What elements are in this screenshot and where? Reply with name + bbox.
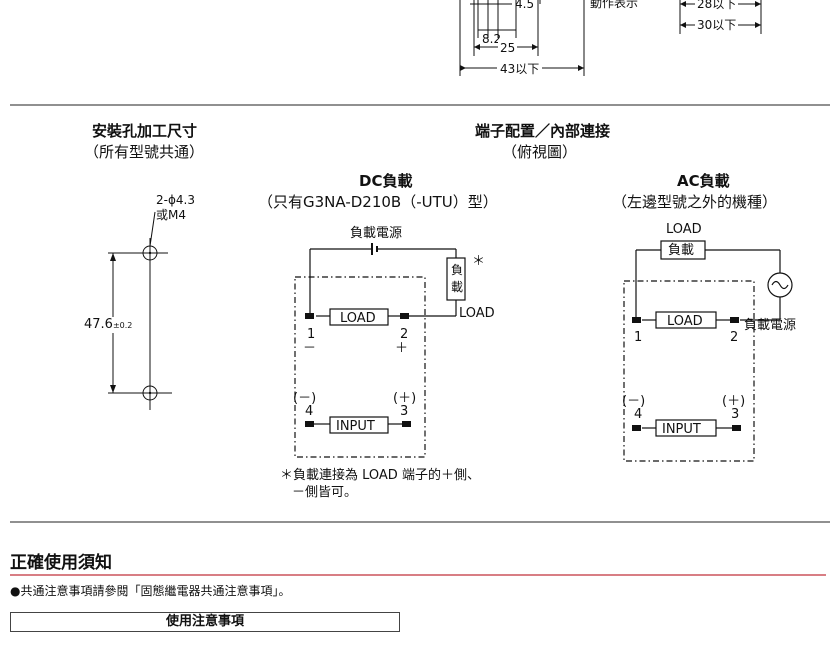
dc-load-side: LOAD bbox=[459, 306, 495, 321]
ac-load-top: LOAD bbox=[666, 222, 702, 237]
ac-load-box: 負載 bbox=[668, 243, 695, 258]
ac-input-inner: INPUT bbox=[662, 422, 701, 437]
dc-t4-sign: (－) bbox=[293, 391, 317, 406]
dim-43: 43以下 bbox=[497, 62, 543, 77]
dim-28: 28以下 bbox=[695, 0, 739, 12]
dc-star: ＊ bbox=[472, 254, 486, 269]
dc-subtitle: （只有G3NA-D210B（-UTU）型） bbox=[258, 193, 498, 211]
dc-title: DC負載 bbox=[359, 172, 413, 190]
dc-t1: 1 bbox=[307, 327, 316, 342]
ac-t3-sign: (＋) bbox=[722, 394, 746, 409]
dc-t2: 2 bbox=[400, 327, 409, 342]
indicator-label: 動作表示 bbox=[590, 0, 639, 10]
dc-t1-sign: － bbox=[303, 341, 317, 356]
ac-load-inner: LOAD bbox=[667, 314, 703, 329]
dc-note-2: －側皆可。 bbox=[292, 485, 358, 500]
ac-t2: 2 bbox=[730, 330, 739, 345]
usage-section-title: 正確使用須知 bbox=[10, 553, 112, 573]
terminal-title: 端子配置／內部連接 bbox=[475, 122, 611, 140]
dc-load-box-2: 載 bbox=[451, 280, 464, 294]
usage-bullet: ●共通注意事項請參閱「固態繼電器共通注意事項」。 bbox=[10, 584, 291, 598]
dc-load-inner: LOAD bbox=[340, 311, 376, 326]
dc-note-1: ＊負載連接為 LOAD 端子的＋側、 bbox=[280, 468, 480, 483]
terminal-subtitle: （俯視圖） bbox=[502, 143, 578, 161]
dim-4-5: 4.5 bbox=[515, 0, 535, 11]
dc-load-box-1: 負 bbox=[451, 263, 464, 277]
ac-t4: 4 bbox=[634, 407, 643, 422]
ac-supply-label: 負載電源 bbox=[744, 318, 797, 333]
usage-notice-box: 使用注意事項 bbox=[10, 612, 400, 632]
dc-t3: 3 bbox=[400, 404, 409, 419]
ac-t3: 3 bbox=[731, 407, 740, 422]
dim-8-2: 8.2 bbox=[482, 32, 502, 46]
dc-t4: 4 bbox=[305, 404, 314, 419]
dim-25: 25 bbox=[498, 41, 518, 56]
ac-subtitle: （左邊型號之外的機種） bbox=[612, 193, 778, 211]
dc-t3-sign: (＋) bbox=[393, 391, 417, 406]
ac-t1: 1 bbox=[634, 330, 643, 345]
dc-t2-sign: ＋ bbox=[395, 341, 409, 356]
hole-label: 2-ϕ4.3 bbox=[156, 193, 195, 207]
mounting-title: 安裝孔加工尺寸 bbox=[92, 122, 198, 140]
dc-supply-label: 負載電源 bbox=[350, 226, 403, 241]
ac-t4-sign: (－) bbox=[622, 394, 646, 409]
pitch-dimension: 47.6±0.2 bbox=[84, 317, 133, 333]
dc-input-inner: INPUT bbox=[336, 419, 375, 434]
ac-title: AC負載 bbox=[677, 172, 730, 190]
dim-30: 30以下 bbox=[695, 18, 739, 33]
hole-alt-label: 或M4 bbox=[156, 208, 186, 222]
mounting-subtitle: （所有型號共通） bbox=[84, 143, 205, 161]
